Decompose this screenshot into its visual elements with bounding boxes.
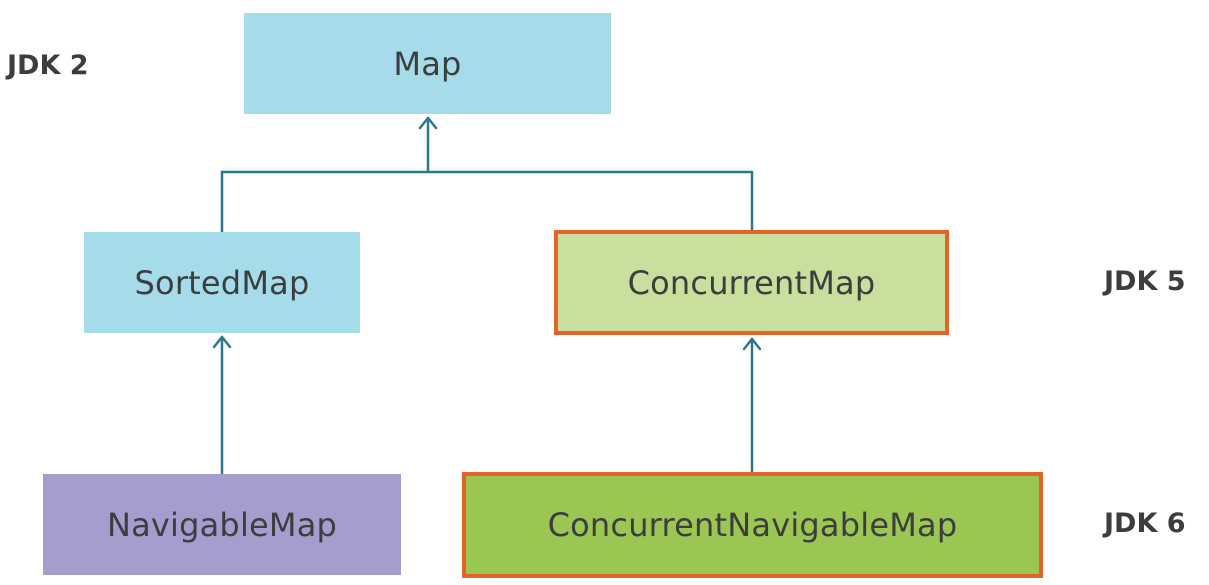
arrowhead-concurrentmap [742, 337, 762, 351]
sortedmap-node-label: SortedMap [134, 263, 310, 302]
arrowhead-sortedmap [212, 335, 232, 349]
jdk5-label: JDK 5 [1104, 266, 1186, 297]
concurrentmap-node: ConcurrentMap [554, 230, 949, 335]
concurrentnavigablemap-node: ConcurrentNavigableMap [462, 472, 1043, 578]
navigablemap-node: NavigableMap [43, 474, 401, 575]
jdk6-label: JDK 6 [1104, 508, 1186, 539]
jdk2-label: JDK 2 [7, 50, 89, 81]
map-node-label: Map [393, 44, 462, 83]
navigablemap-node-label: NavigableMap [106, 505, 338, 544]
concurrentnavigablemap-node-label: ConcurrentNavigableMap [547, 506, 958, 544]
sortedmap-node: SortedMap [84, 232, 360, 333]
map-node: Map [244, 13, 611, 114]
arrowhead-map [418, 116, 438, 130]
concurrentmap-node-label: ConcurrentMap [627, 263, 876, 302]
